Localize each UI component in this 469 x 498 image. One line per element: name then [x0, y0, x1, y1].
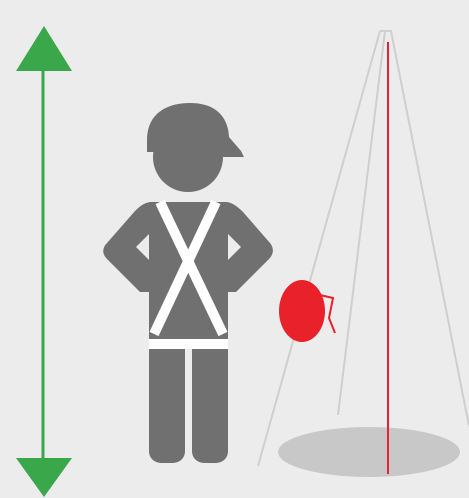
- worker-head: [153, 122, 223, 192]
- worker-left-leg: [149, 348, 185, 463]
- worker-right-leg: [192, 348, 228, 463]
- hole-opening-icon: [278, 427, 460, 477]
- rescue-bag-body: [279, 280, 325, 342]
